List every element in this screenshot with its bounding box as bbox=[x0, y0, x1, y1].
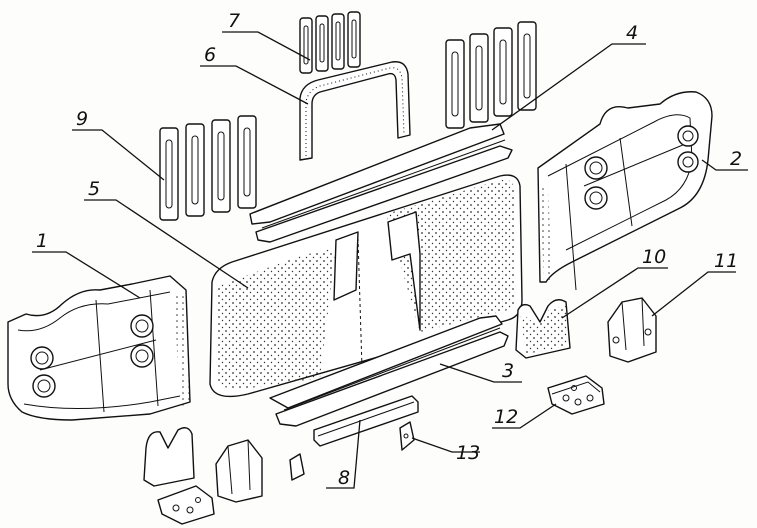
part-3-lower-beam bbox=[269, 315, 509, 427]
part-4-upper-beam bbox=[249, 123, 513, 243]
lower-bracket-a bbox=[215, 439, 263, 503]
lower-clip bbox=[289, 453, 305, 481]
callout-8: 8 bbox=[338, 467, 350, 489]
callout-labels: 7 6 9 5 1 4 2 10 11 3 12 13 8 bbox=[36, 10, 742, 489]
callout-3: 3 bbox=[502, 360, 514, 382]
callout-13: 13 bbox=[456, 442, 480, 464]
part-13-clip bbox=[399, 421, 415, 451]
part-1-end-casting-left bbox=[7, 275, 191, 421]
callout-2: 2 bbox=[730, 148, 742, 170]
part-6-u-channel bbox=[299, 61, 411, 161]
lower-left-gusset bbox=[143, 427, 195, 487]
part-5-panel bbox=[209, 174, 523, 398]
part-8-bar bbox=[313, 395, 419, 447]
leader-lines bbox=[32, 31, 748, 489]
part-10-gusset bbox=[515, 299, 571, 359]
callout-10: 10 bbox=[642, 246, 666, 268]
callout-4: 4 bbox=[626, 22, 638, 44]
part-9-plates bbox=[159, 115, 257, 221]
callout-12: 12 bbox=[494, 406, 518, 428]
part-11-bracket bbox=[607, 297, 657, 363]
part-7-plates bbox=[299, 11, 361, 74]
callout-11: 11 bbox=[714, 250, 738, 272]
part-2-end-casting-right bbox=[537, 91, 713, 291]
callout-7: 7 bbox=[228, 10, 240, 32]
upper-right-plates bbox=[445, 21, 537, 129]
part-12-bracket bbox=[547, 375, 605, 415]
callout-6: 6 bbox=[204, 44, 216, 66]
callout-1: 1 bbox=[36, 230, 48, 252]
lower-bracket-b bbox=[157, 485, 215, 525]
callout-5: 5 bbox=[88, 178, 100, 200]
callout-9: 9 bbox=[76, 108, 88, 130]
